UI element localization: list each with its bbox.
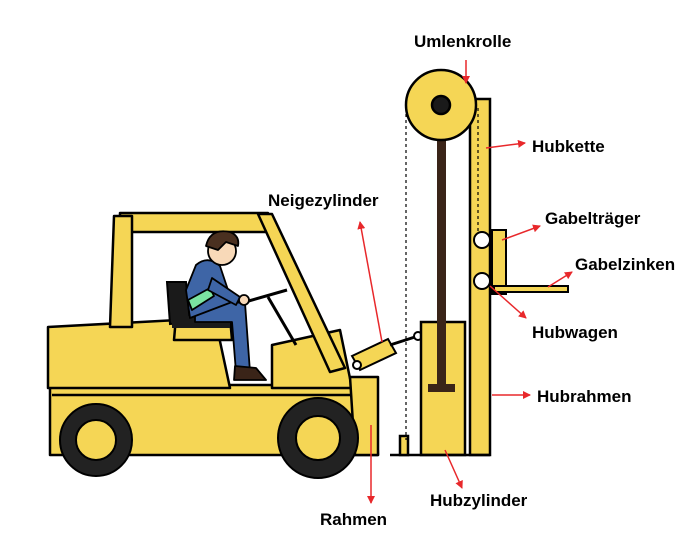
label-hubwagen: Hubwagen xyxy=(532,323,618,342)
tilt-cylinder xyxy=(350,331,423,372)
mast xyxy=(390,68,492,457)
lift-chain xyxy=(405,108,479,440)
label-umlenkrolle: Umlenkrolle xyxy=(414,32,511,51)
driver xyxy=(185,230,267,381)
fork-carriage xyxy=(473,229,569,295)
label-hubkette: Hubkette xyxy=(532,137,605,156)
label-hubrahmen: Hubrahmen xyxy=(537,387,631,406)
label-neigezylinder: Neigezylinder xyxy=(268,191,379,210)
label-hubzylinder: Hubzylinder xyxy=(430,491,528,510)
callout-arrows xyxy=(357,60,573,504)
steering-column xyxy=(244,288,298,346)
front-wheel xyxy=(277,397,359,479)
label-gabeltraeger: Gabelträger xyxy=(545,209,641,228)
label-rahmen: Rahmen xyxy=(320,510,387,529)
rear-wheel xyxy=(59,403,133,477)
label-gabelzinken: Gabelzinken xyxy=(575,255,675,274)
